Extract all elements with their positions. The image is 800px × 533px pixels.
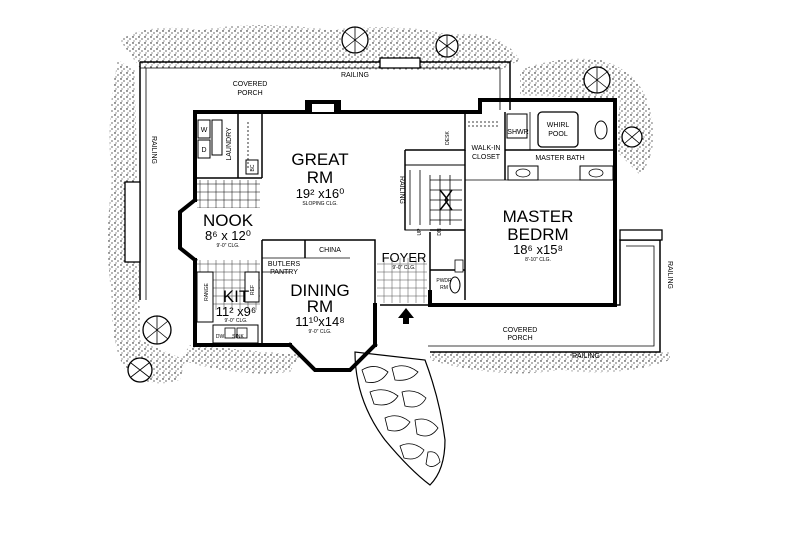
great-room-name-2: RM [307,168,333,187]
railing-top-label: RAILING [341,72,369,79]
master-bedroom-name: MASTER [503,207,574,226]
staircase [404,164,466,231]
great-room-ceiling: SLOPING CLG. [302,201,337,207]
railing-stair-label: RAILING [398,176,405,204]
whirlpool-label: WHIRL [547,122,570,129]
covered-porch-top [124,57,511,300]
railing-right-label: RAILING [666,261,673,289]
master-bedroom-dims: 18⁶ x15⁸ [513,242,563,257]
dining-room-name-2: RM [307,297,333,316]
range-label: RANGE [204,282,210,300]
walk-in-closet-label: WALK-IN [472,145,501,152]
nook-name: NOOK [203,211,254,230]
fireplace [305,100,341,114]
laundry-label: LAUNDRY [226,127,233,161]
broom-closet-label: BC [250,164,256,171]
stair-down-label: DN [437,228,443,236]
master-bedroom-name-2: BEDRM [507,225,568,244]
powder-sink [454,259,464,273]
powder-room-label: PWDR [436,278,452,284]
master-bedroom-ceiling: 8'-10" CLG. [525,257,551,263]
foyer-name: FOYER [382,250,427,265]
kitchen-counters [196,271,260,344]
kitchen-floor [197,180,260,208]
dryer-label: D [201,147,206,154]
butlers-pantry-label: BUTLERS [268,261,301,268]
butlers-pantry-label-2: PANTRY [270,269,298,276]
nook-dims: 8⁶ x 12⁰ [205,228,251,243]
porch-bottom-label: COVERED [503,327,538,334]
kitchen-dims: 11² x9⁶ [216,304,257,319]
great-room-name: GREAT [291,150,348,169]
whirlpool-label-2: POOL [548,131,568,138]
china-label: CHINA [319,247,341,254]
porch-top-label: COVERED [233,81,268,88]
stair-up-label: UP [417,228,423,236]
porch-bottom-label-2: PORCH [507,335,532,342]
desk-label: DESK [445,131,451,145]
dining-room-name: DINING [290,281,350,300]
washer-label: W [201,127,208,134]
exterior-walls [178,98,617,372]
dining-room-dims: 11¹⁰x14⁸ [295,314,344,329]
sink-label: SINK [232,334,244,340]
powder-room-label-2: RM [440,285,448,291]
toilet-icon [449,276,461,294]
entry-arrow-icon [398,308,414,324]
kitchen-ceiling: 9'-0" CLG. [224,318,247,324]
porch-top-label-2: PORCH [237,90,262,97]
shower-label: SHWR [507,129,528,136]
ref-label: REF [250,285,256,295]
foyer-floor [377,258,427,303]
interior-walls [195,112,615,345]
great-room-dims: 19² x16⁰ [296,186,345,201]
landscaping [108,25,670,384]
foyer-ceiling: 9'-0" CLG. [392,265,415,271]
railing-left-label: RAILING [150,136,157,164]
laundry-fixtures [197,119,259,175]
nook-ceiling: 9'-0" CLG. [216,243,239,249]
stone-walkway [354,351,446,486]
railing-bottom-label: RAILING [572,353,600,360]
closet-rod [468,121,500,127]
kitchen-name: KIT [223,287,249,306]
master-bath-label: MASTER BATH [535,155,584,162]
dw-label: DW [216,334,225,340]
walk-in-closet-label-2: CLOSET [472,154,501,161]
master-bath-fixtures [506,111,614,181]
dining-room-ceiling: 9'-0" CLG. [308,329,331,335]
